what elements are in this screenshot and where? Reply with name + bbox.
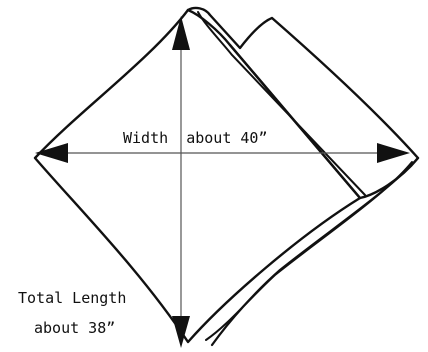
length-arrow-top-head	[172, 16, 190, 50]
length-arrow-bottom-head	[172, 316, 190, 348]
length-label-line1: Total Length	[18, 289, 126, 307]
width-label: Width about 40”	[123, 129, 268, 147]
width-arrow-left-head	[35, 143, 68, 163]
fabric-fold-crease	[197, 11, 366, 196]
fabric-hem-edge-inner	[205, 161, 413, 341]
length-label-line2: about 38”	[34, 319, 115, 337]
width-arrow-right-head	[377, 143, 410, 163]
